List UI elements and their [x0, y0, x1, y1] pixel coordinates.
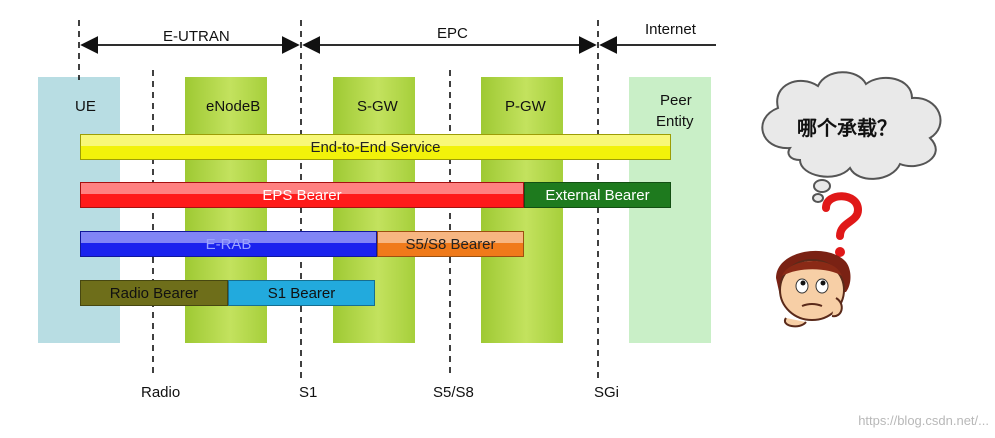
thought-cloud	[761, 71, 942, 203]
s5s8-interface-label: S5/S8	[433, 384, 474, 401]
e-rab-bar: E-RAB	[80, 231, 377, 257]
s1-interface-label: S1	[299, 384, 318, 401]
sgw-label: S-GW	[357, 98, 398, 115]
internet-label: Internet	[645, 21, 696, 38]
thought-bubble-text: 哪个承载？	[797, 116, 897, 140]
eps-bearer-label: EPS Bearer	[262, 187, 342, 204]
e-utran-label: E-UTRAN	[163, 28, 230, 45]
radio-bearer-label: Radio Bearer	[109, 285, 199, 302]
watermark: https://blog.csdn.net/...	[858, 413, 989, 428]
radio-interface-label: Radio	[141, 384, 181, 401]
sgi-interface-label: SGi	[594, 384, 620, 401]
ue-label: UE	[75, 98, 96, 115]
end-to-end-service-label: End-to-End Service	[310, 139, 441, 156]
thinking-person-icon	[776, 250, 851, 328]
s5s8-bearer-bar: S5/S8 Bearer	[377, 231, 524, 257]
pgw-label: P-GW	[505, 98, 546, 115]
s1-bearer-label: S1 Bearer	[267, 285, 336, 302]
external-bearer-label: External Bearer	[545, 187, 650, 204]
peer-entity-label-line1: Peer	[660, 92, 692, 109]
epc-label: EPC	[437, 25, 468, 42]
s1-bearer-bar: S1 Bearer	[228, 280, 375, 306]
pgw-column	[481, 77, 563, 343]
radio-bearer-bar: Radio Bearer	[80, 280, 228, 306]
question-mark-icon	[822, 192, 863, 257]
external-bearer-bar: External Bearer	[524, 182, 671, 208]
e-rab-label: E-RAB	[205, 236, 252, 253]
s5s8-bearer-label: S5/S8 Bearer	[405, 236, 496, 253]
end-to-end-service-bar: End-to-End Service	[80, 134, 671, 160]
peer-entity-label-line2: Entity	[656, 113, 694, 130]
eps-bearer-bar: EPS Bearer	[80, 182, 524, 208]
peer-entity-column	[629, 77, 711, 343]
enodeb-label: eNodeB	[206, 98, 261, 115]
